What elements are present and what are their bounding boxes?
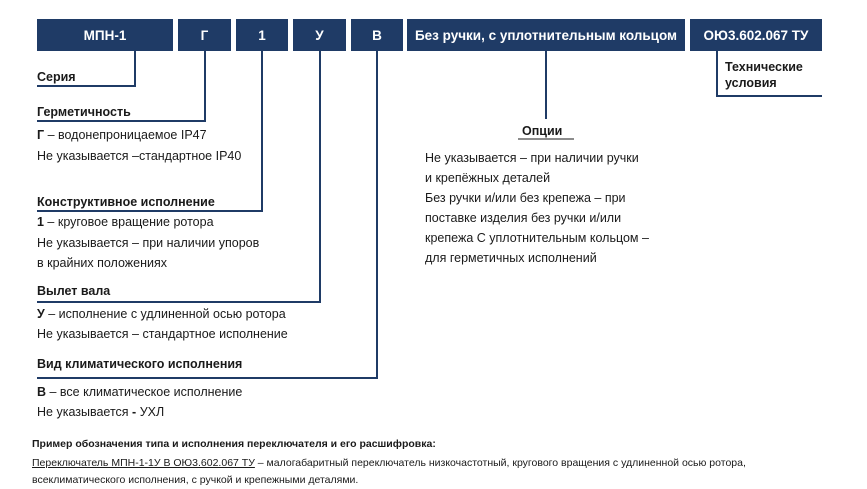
sealing-line-1-text: – водонепроницаемое IP47: [44, 128, 207, 142]
sealing-line-1: Г – водонепроницаемое IP47: [37, 128, 207, 143]
sealing-line-1-code: Г: [37, 128, 45, 142]
shaft-line-1-text: – исполнение с удлиненной осью ротора: [44, 307, 286, 321]
spec-title-line-1: Технические: [725, 60, 803, 74]
options-title: Опции: [522, 124, 563, 138]
series-title: Серия: [37, 70, 76, 84]
example-title: Пример обозначения типа и исполнения пер…: [32, 438, 436, 450]
code-box-shaft: У: [293, 19, 346, 51]
design-connector: [37, 51, 263, 212]
example-line-1: Переключатель МПН-1-1У В ОЮ3.602.067 ТУ …: [32, 456, 746, 471]
climate-connector: [37, 51, 378, 379]
example-description: – малогабаритный переключатель низкочаст…: [254, 457, 746, 469]
climate-line-2-b: -: [132, 405, 140, 419]
options-line-3: Без ручки и/или без крепежа – при: [425, 191, 626, 205]
code-box-sealing: Г: [178, 19, 231, 51]
shaft-line-1-code: У: [37, 307, 45, 321]
code-box-options: Без ручки, с уплотнительным кольцом: [407, 19, 685, 51]
design-line-1: 1 – круговое вращение ротора: [37, 215, 214, 230]
options-line-2: и крепёжных деталей: [425, 171, 551, 185]
spec-title-line-2: условия: [725, 76, 777, 90]
climate-line-1-code: В: [37, 385, 47, 399]
shaft-line-1: У – исполнение с удлиненной осью ротора: [37, 307, 286, 322]
climate-line-1: В – все климатическое исполнение: [37, 385, 242, 400]
example-designation: Переключатель МПН-1-1У В ОЮ3.602.067 ТУ: [32, 457, 255, 469]
code-box-design: 1: [236, 19, 288, 51]
climate-line-2: Не указывается - УХЛ: [37, 405, 164, 420]
options-line-5: крепежа С уплотнительным кольцом –: [425, 231, 649, 245]
spec-connector: [716, 51, 822, 97]
shaft-title: Вылет вала: [37, 284, 111, 298]
sealing-connector: [37, 51, 206, 122]
sealing-line-2: Не указывается –стандартное IP40: [37, 149, 242, 163]
code-box-climate: В: [351, 19, 403, 51]
shaft-connector: [37, 51, 321, 303]
example-line-2: всеклиматического исполнения, с ручкой и…: [32, 474, 359, 486]
design-line-1-text: – круговое вращение ротора: [43, 215, 214, 229]
climate-line-2-c: УХЛ: [139, 405, 165, 419]
options-line-1: Не указывается – при наличии ручки: [425, 151, 639, 165]
shaft-line-2: Не указывается – стандартное исполнение: [37, 327, 288, 341]
code-box-series: МПН-1: [37, 19, 173, 51]
climate-line-1-text: – все климатическое исполнение: [46, 385, 243, 399]
options-line-4: поставке изделия без ручки и/или: [425, 211, 622, 225]
code-box-spec: ОЮ3.602.067 ТУ: [690, 19, 822, 51]
design-title: Конструктивное исполнение: [37, 195, 215, 209]
climate-title: Вид климатического исполнения: [37, 357, 243, 371]
sealing-title: Герметичность: [37, 105, 131, 119]
climate-line-2-a: Не указывается: [37, 405, 133, 419]
design-line-3: в крайних положениях: [37, 256, 167, 270]
design-line-1-code: 1: [37, 215, 44, 229]
options-line-6: для герметичных исполнений: [425, 251, 597, 265]
design-line-2: Не указывается – при наличии упоров: [37, 236, 260, 250]
series-connector: [37, 51, 136, 87]
